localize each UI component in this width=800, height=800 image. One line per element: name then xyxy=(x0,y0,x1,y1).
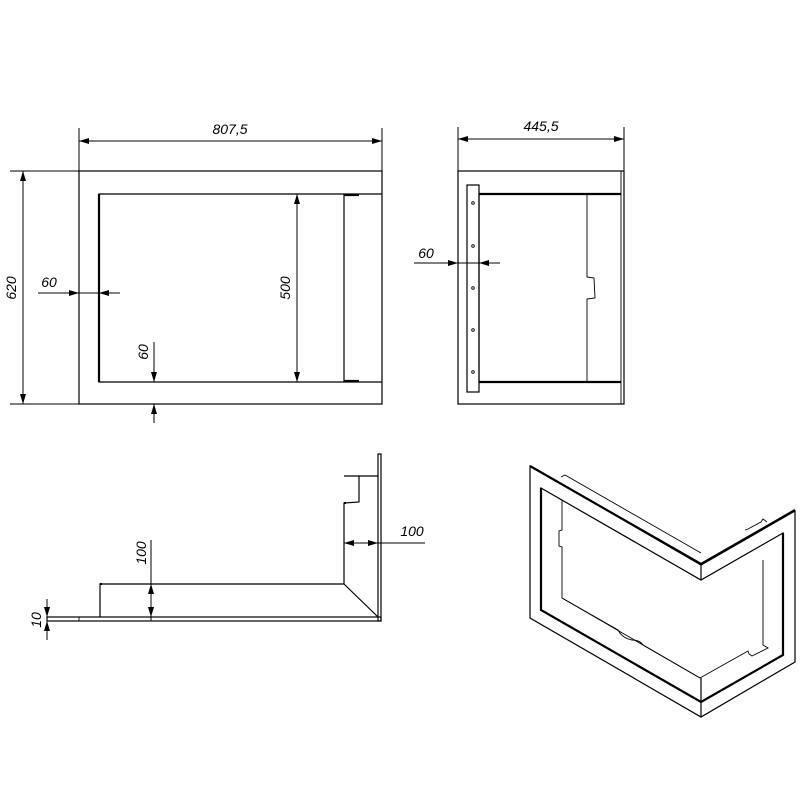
side-view: 445,5 60 xyxy=(414,118,625,405)
iso-inner-frame xyxy=(540,486,784,703)
iso-back-panel xyxy=(558,500,769,679)
hole-icon xyxy=(471,286,475,290)
side-inner-opening xyxy=(478,193,621,383)
dim-width: 807,5 xyxy=(78,121,383,171)
dim-plate-thickness: 10 xyxy=(28,599,50,640)
dim-side-strip: 60 xyxy=(414,245,500,266)
dim-inner-height: 500 xyxy=(277,194,300,382)
dim-wall-offset: 100 xyxy=(344,523,425,546)
iso-bottom-notch xyxy=(561,597,701,679)
dim-bottom-frame: 60 xyxy=(135,342,157,423)
side-outer-frame xyxy=(457,170,625,405)
dim-inner-height-label: 500 xyxy=(277,276,293,300)
dim-width-label: 807,5 xyxy=(212,121,247,137)
hole-icon xyxy=(471,370,475,374)
dim-height-label: 620 xyxy=(3,276,19,300)
dim-side-frame: 60 xyxy=(38,274,120,296)
isometric-view xyxy=(529,464,796,718)
dim-step-height: 100 xyxy=(133,540,154,621)
dim-side-strip-label: 60 xyxy=(418,245,434,261)
dim-step-height-label: 100 xyxy=(133,541,149,565)
section-bottom-plate xyxy=(46,616,382,622)
front-outer-frame xyxy=(78,170,383,405)
front-view: 807,5 620 500 60 60 xyxy=(3,121,383,423)
side-mounting-strip xyxy=(466,184,480,393)
section-view: 100 100 10 xyxy=(28,453,425,640)
hole-icon xyxy=(471,244,475,248)
dim-plate-thickness-label: 10 xyxy=(28,612,44,628)
dim-depth-label: 445,5 xyxy=(523,118,558,134)
hole-icon xyxy=(471,328,475,332)
dim-depth: 445,5 xyxy=(457,118,625,171)
hole-icon xyxy=(471,201,475,205)
front-right-insert xyxy=(343,193,359,383)
dim-side-frame-label: 60 xyxy=(41,274,57,290)
mounting-holes xyxy=(471,201,475,374)
dim-height: 620 xyxy=(3,170,79,405)
side-back-panel-notch xyxy=(586,194,596,382)
iso-back-top-right xyxy=(744,518,768,531)
dim-bottom-frame-label: 60 xyxy=(135,344,151,360)
section-front-plate xyxy=(377,453,382,622)
dim-wall-offset-label: 100 xyxy=(400,523,424,539)
iso-back-top-left xyxy=(560,474,702,554)
